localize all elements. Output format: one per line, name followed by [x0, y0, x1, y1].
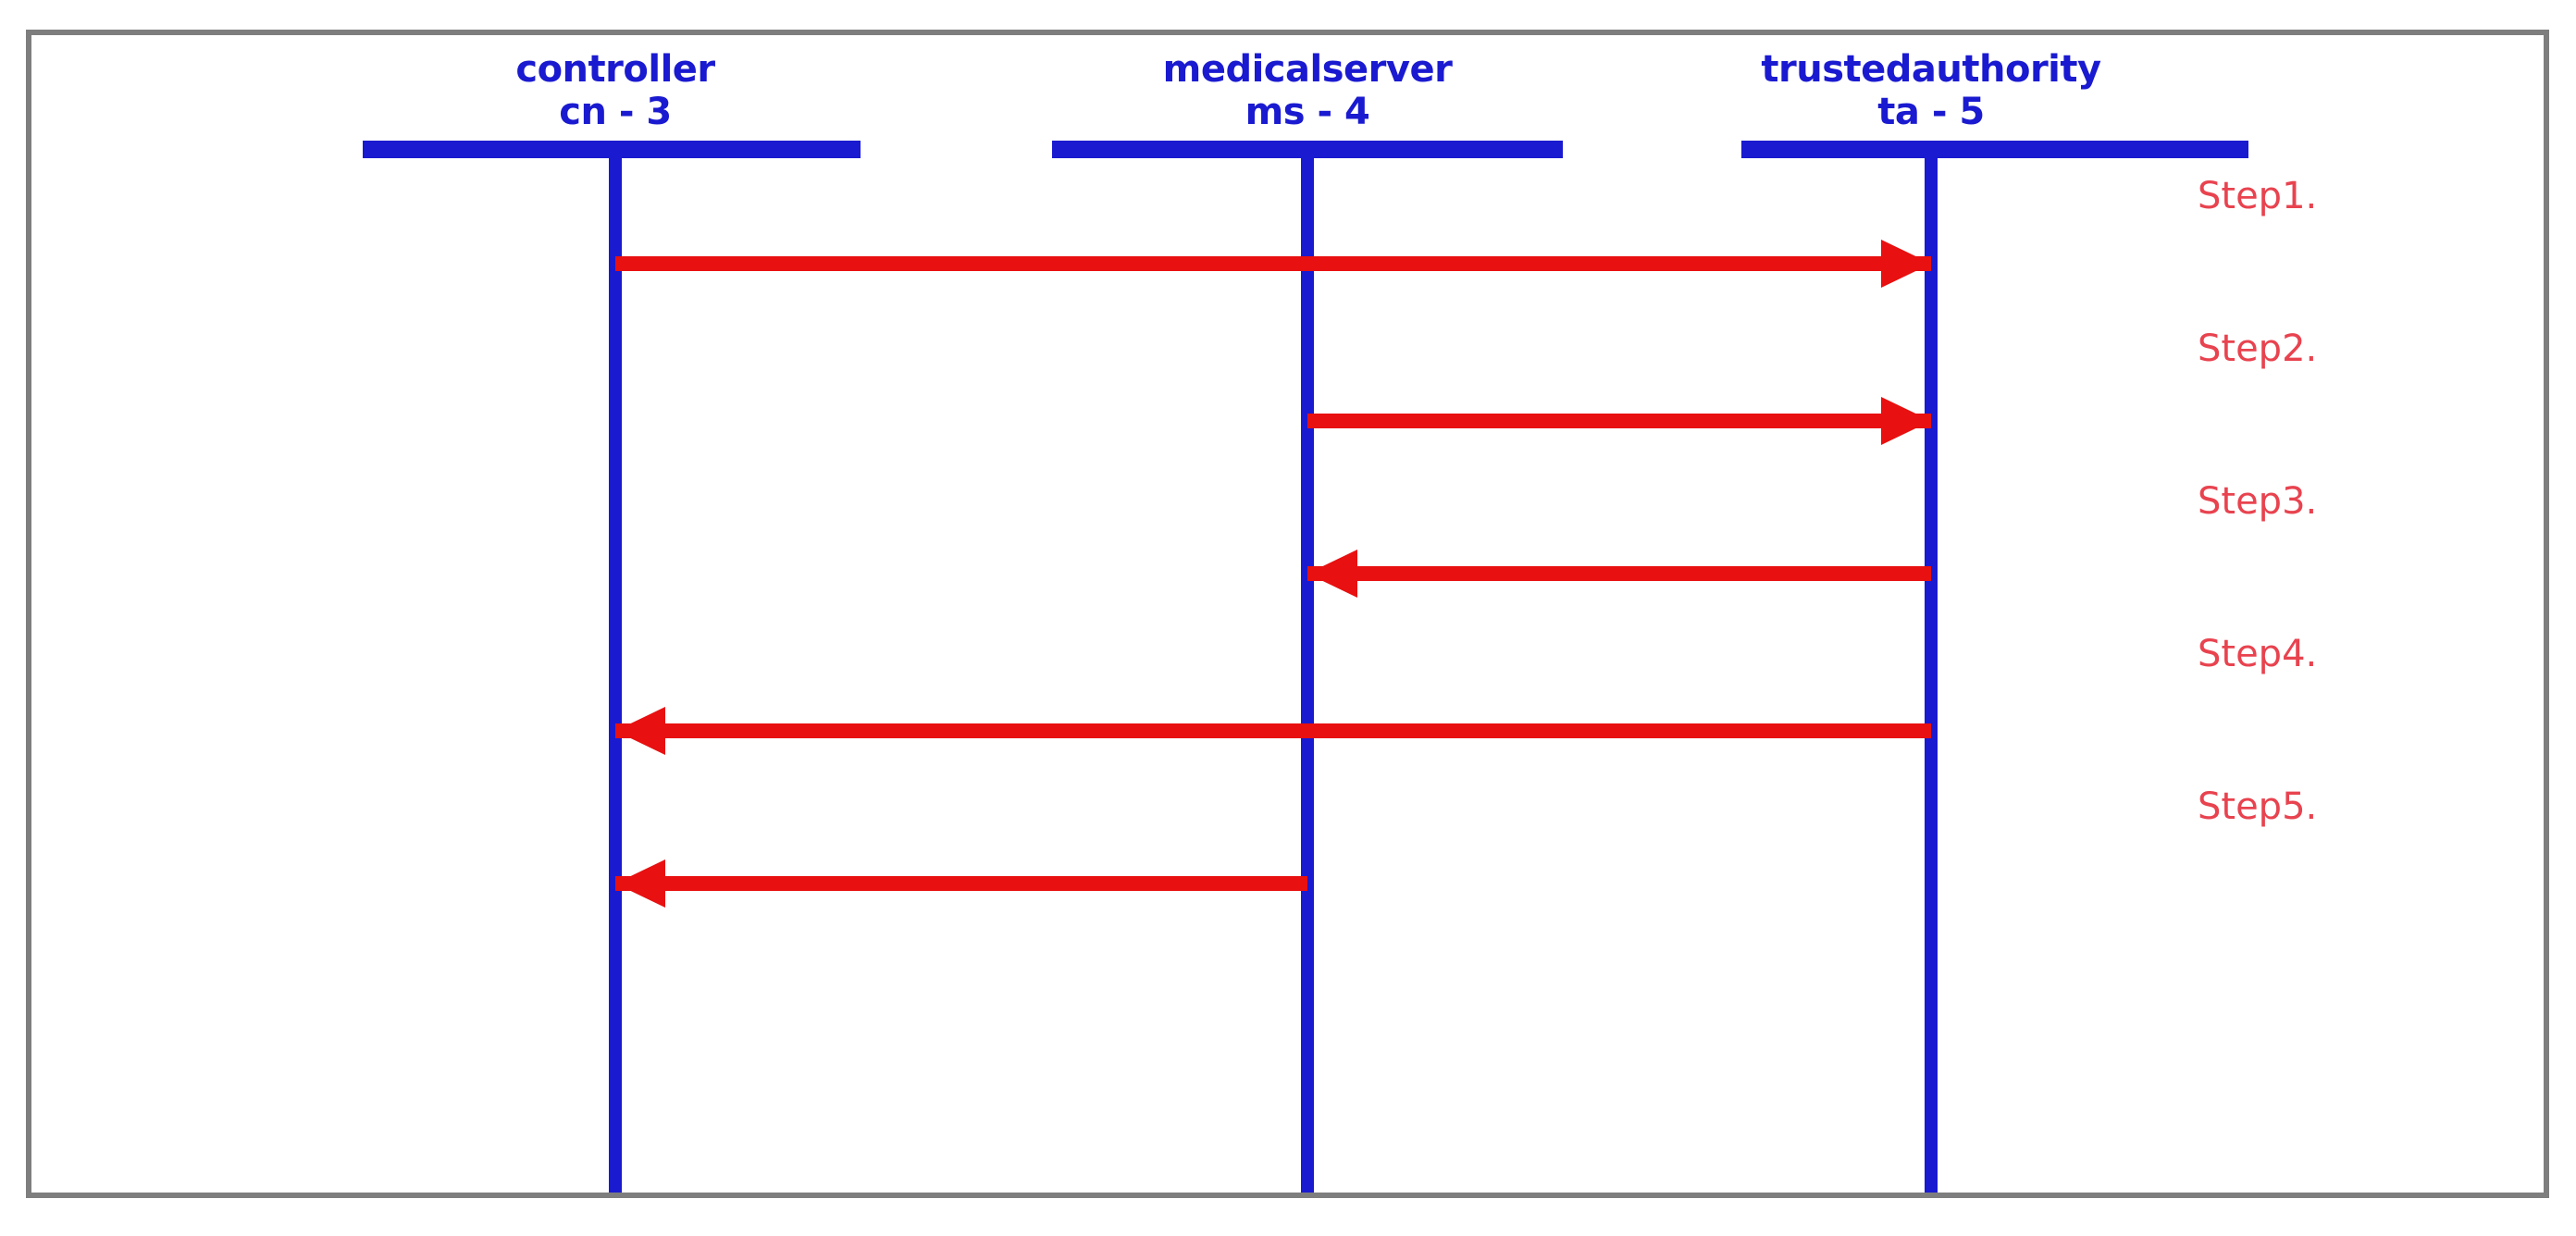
lifeline-stem-controller[interactable]	[609, 141, 622, 1193]
message-arrowhead-left	[1307, 550, 1357, 598]
message-arrowhead-left	[615, 707, 665, 755]
lifeline-stem-trustedauthority[interactable]	[1925, 141, 1938, 1193]
message-arrowhead-right	[1881, 397, 1931, 445]
message-line	[615, 723, 1931, 738]
participant-alias: cn - 3	[559, 91, 672, 133]
participant-name: trustedauthority	[1761, 48, 2101, 91]
step-label-4: Step4.	[2198, 633, 2318, 675]
step-label-5: Step5.	[2198, 785, 2318, 828]
message-arrowhead-right	[1881, 240, 1931, 288]
message-arrowhead-left	[615, 859, 665, 908]
step-label-2: Step2.	[2198, 328, 2318, 370]
diagram-frame	[26, 30, 2549, 1198]
message-line	[1307, 566, 1931, 581]
participant-name: medicalserver	[1162, 48, 1453, 91]
lifeline-stem-medicalserver[interactable]	[1301, 141, 1314, 1193]
participant-name: controller	[515, 48, 715, 91]
message-line	[1307, 414, 1931, 428]
message-line	[615, 876, 1307, 891]
participant-alias: ta - 5	[1877, 91, 1985, 133]
message-line	[615, 256, 1931, 271]
step-label-1: Step1.	[2198, 175, 2318, 217]
participant-alias: ms - 4	[1245, 91, 1370, 133]
step-label-3: Step3.	[2198, 480, 2318, 523]
lifeline-bar-trustedauthority[interactable]	[1741, 141, 2248, 158]
